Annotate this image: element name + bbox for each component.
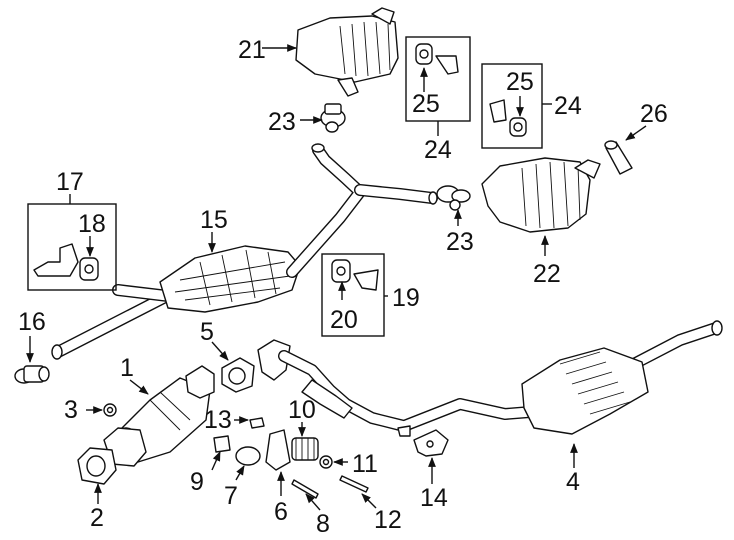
bracket-6 xyxy=(265,429,291,471)
hanger-20 xyxy=(331,259,379,291)
callout-1: 1 xyxy=(120,354,134,382)
bracket-14 xyxy=(413,429,449,457)
callout-17: 17 xyxy=(56,168,84,196)
callout-6: 6 xyxy=(274,498,288,526)
callout-10: 10 xyxy=(288,396,316,424)
bolt-8 xyxy=(291,479,319,499)
callout-12: 12 xyxy=(374,506,402,534)
callout-3: 3 xyxy=(64,396,78,424)
rear-muffler-right xyxy=(481,157,601,233)
callout-4: 4 xyxy=(566,468,580,496)
callout-25-lower: 25 xyxy=(506,68,534,96)
callout-23-right: 23 xyxy=(446,228,474,256)
spring-10 xyxy=(291,437,319,461)
callout-16: 16 xyxy=(18,308,46,336)
oxygen-sensor xyxy=(14,365,50,384)
leader-lines xyxy=(26,44,647,511)
kit-box-24-lower xyxy=(481,63,543,149)
hanger-25-lower xyxy=(489,99,527,137)
pipe-clamp-upper xyxy=(320,103,346,133)
callout-7: 7 xyxy=(224,482,238,510)
callout-25-upper: 25 xyxy=(412,90,440,118)
callout-19: 19 xyxy=(392,284,420,312)
callout-15: 15 xyxy=(200,206,228,234)
bolt-9 xyxy=(213,435,231,453)
callout-22: 22 xyxy=(533,260,561,288)
gasket-5 xyxy=(221,357,255,393)
callout-18: 18 xyxy=(78,210,106,238)
hardware-group xyxy=(213,417,369,499)
intermediate-y-pipe xyxy=(286,143,438,278)
callout-11: 11 xyxy=(352,450,378,478)
pipe-clamp-right xyxy=(436,185,471,211)
gasket-2 xyxy=(77,447,117,485)
upper-muffler xyxy=(295,7,399,97)
hanger-25-upper xyxy=(415,43,459,75)
front-downpipe xyxy=(257,339,536,437)
callout-26: 26 xyxy=(640,100,668,128)
callout-labels: 21 23 25 24 25 24 26 23 22 15 17 18 19 2… xyxy=(18,36,668,538)
callout-13: 13 xyxy=(204,406,232,434)
bracket-18 xyxy=(33,243,99,281)
callout-20: 20 xyxy=(330,306,358,334)
insulator-7 xyxy=(235,446,261,466)
callout-14: 14 xyxy=(420,484,448,512)
center-muffler xyxy=(112,245,301,313)
kit-box-17 xyxy=(27,203,117,291)
callout-2: 2 xyxy=(90,504,104,532)
front-pipe xyxy=(51,286,181,360)
callout-8: 8 xyxy=(316,510,330,538)
exhaust-tip xyxy=(604,140,633,175)
callout-21: 21 xyxy=(238,36,266,64)
nut-3 xyxy=(103,403,117,417)
callout-5: 5 xyxy=(200,318,214,346)
callout-24-lower: 24 xyxy=(554,92,582,120)
catalytic-converter xyxy=(103,365,215,467)
callout-24-upper: 24 xyxy=(424,136,452,164)
kit-box-19 xyxy=(321,253,385,337)
rear-silencer-4 xyxy=(521,320,723,435)
callout-9: 9 xyxy=(190,468,204,496)
callout-23-upper: 23 xyxy=(268,108,296,136)
bolt-12 xyxy=(339,475,369,493)
stud-13 xyxy=(249,417,265,429)
